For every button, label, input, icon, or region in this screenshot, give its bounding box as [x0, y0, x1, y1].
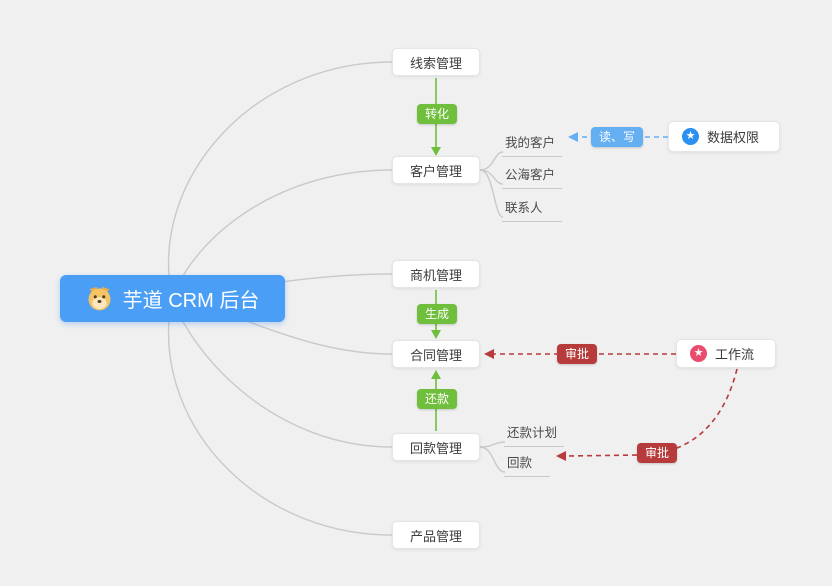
subnode-my-customer[interactable]: 我的客户	[502, 132, 562, 157]
branch-line-contact	[479, 169, 504, 218]
node-workflow-label: 工作流	[715, 347, 755, 362]
generate-arrowhead	[431, 330, 441, 339]
approve-contract-arrowhead	[484, 349, 494, 359]
badge-read-write[interactable]: 读、写	[591, 127, 644, 147]
data-permission-star-icon: ★	[682, 128, 699, 145]
branch-line-receivable-plan	[479, 441, 506, 448]
node-data-permission-label: 数据权限	[707, 130, 760, 145]
subnode-contact[interactable]: 联系人	[502, 197, 562, 222]
node-workflow[interactable]: ★ 工作流	[676, 339, 776, 368]
approve-receivable-arrow-line	[565, 368, 738, 457]
root-node-crm[interactable]: 芋道 CRM 后台	[60, 275, 285, 322]
repay-arrowhead	[431, 370, 441, 379]
branch-line-product	[167, 297, 393, 536]
node-receivable[interactable]: 回款管理	[392, 433, 480, 461]
badge-approve-contract[interactable]: 审批	[557, 344, 598, 364]
node-contract-label: 合同管理	[409, 347, 462, 363]
branch-line-public-customer	[479, 169, 504, 185]
node-contract[interactable]: 合同管理	[392, 340, 480, 368]
root-node-label: 芋道 CRM 后台	[122, 290, 260, 312]
convert-arrowhead	[431, 147, 441, 156]
subnode-receivable-item[interactable]: 回款	[504, 452, 550, 477]
read-write-arrowhead	[568, 132, 578, 142]
branch-line-receivable-item	[479, 446, 506, 473]
doge-icon	[86, 285, 113, 312]
approve-receivable-arrowhead	[556, 451, 566, 461]
node-leads-label: 线索管理	[409, 55, 462, 71]
branch-line-customers	[171, 169, 393, 299]
branch-line-receivable	[171, 297, 393, 448]
subnode-public-customer[interactable]: 公海客户	[502, 164, 562, 189]
node-opportunity[interactable]: 商机管理	[392, 260, 480, 288]
badge-repay[interactable]: 还款	[417, 389, 458, 409]
workflow-star-icon: ★	[690, 345, 707, 362]
badge-approve-receivable[interactable]: 审批	[637, 443, 678, 463]
node-customers-label: 客户管理	[409, 163, 462, 179]
branch-line-my-customer	[479, 151, 504, 171]
node-receivable-label: 回款管理	[409, 440, 462, 456]
node-opportunity-label: 商机管理	[409, 267, 462, 283]
badge-generate[interactable]: 生成	[417, 304, 458, 324]
node-product[interactable]: 产品管理	[392, 521, 480, 549]
node-data-permission[interactable]: ★ 数据权限	[668, 121, 780, 152]
badge-convert[interactable]: 转化	[417, 104, 458, 124]
node-product-label: 产品管理	[409, 528, 462, 544]
subnode-receivable-plan[interactable]: 还款计划	[504, 422, 564, 447]
node-leads[interactable]: 线索管理	[392, 48, 480, 76]
node-customers[interactable]: 客户管理	[392, 156, 480, 184]
branch-line-leads	[167, 61, 393, 299]
